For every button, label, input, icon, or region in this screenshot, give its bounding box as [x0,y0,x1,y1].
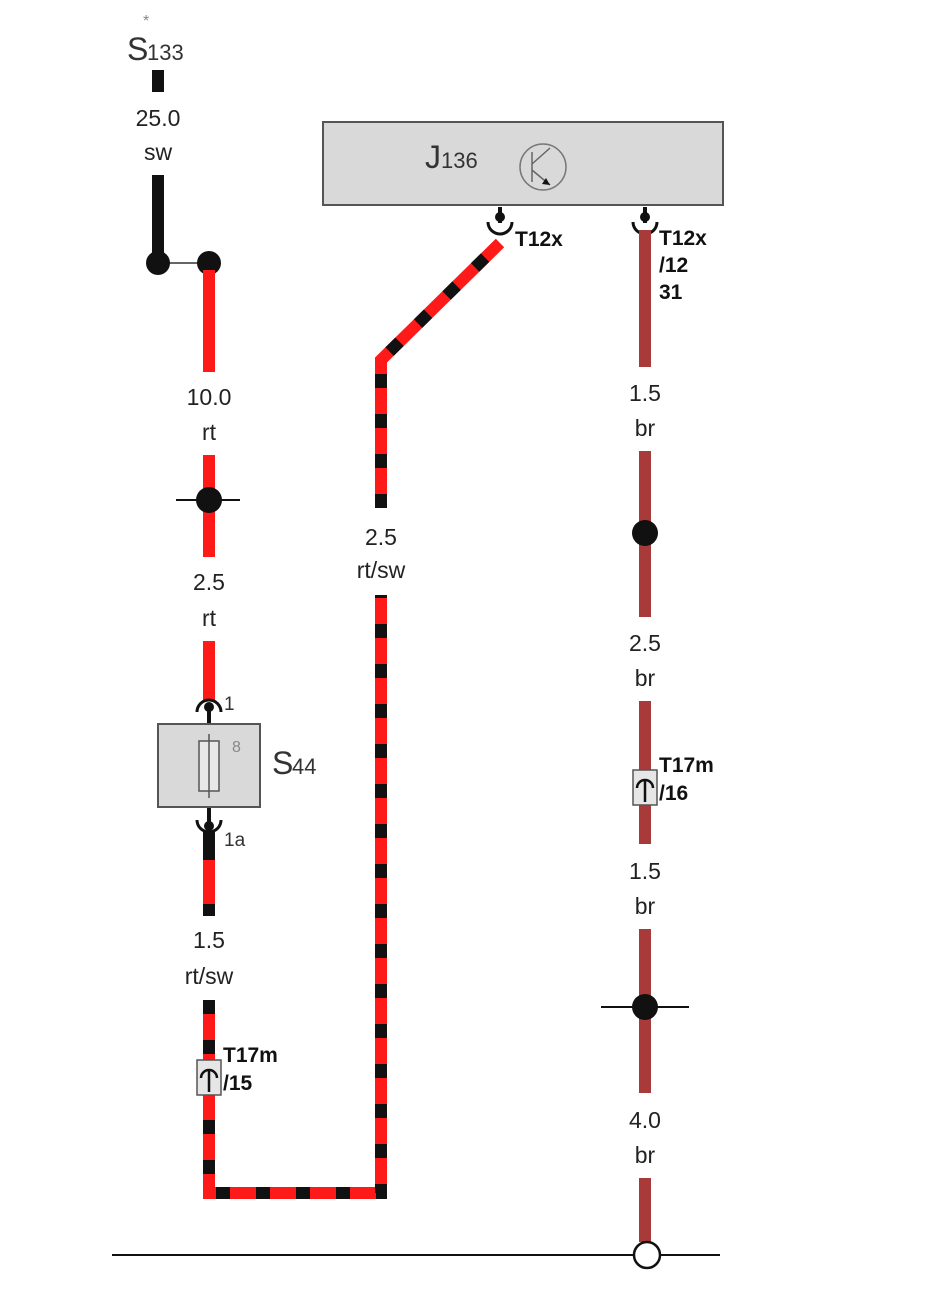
wire-black-s133-main [152,175,164,263]
connector-t17m-16: T17m /16 [632,754,714,806]
fuse-slot-number: 8 [232,739,241,756]
s133-letter: S [127,31,148,67]
t12x-right-name: T12x [659,227,707,250]
wire-label-rtsw-main-color: rt/sw [357,557,406,583]
wire-label-rtsw-fuse-color: rt/sw [185,963,234,989]
control-unit-box [322,121,724,206]
s133-number: 133 [147,40,184,65]
t12x-left-socket [486,221,514,236]
wire-red-upper [203,270,215,372]
wire-label-br-2-color: br [635,665,656,691]
wire-rtsw-fuse-black [203,832,215,860]
t12x-right-dot [640,212,650,222]
t12x-left-label: T12x [515,228,563,251]
s133-star-mark: * [143,13,149,30]
wire-brown-seg-5 [639,1178,651,1242]
connector-t17m-15-name: T17m [223,1044,278,1067]
wire-label-rtsw-main-size: 2.5 [365,524,397,550]
fuse-pin-in-label: 1 [224,694,235,715]
fuse-s44: 1 8 S 44 1a [157,694,316,851]
control-unit-number: 136 [441,148,478,173]
wire-label-rt-upper-color: rt [202,419,217,445]
s133-reference: * S 133 [127,13,184,67]
wire-label-rt-lower-size: 2.5 [193,569,225,595]
fuse-letter: S [272,745,293,781]
control-unit-j136: J 136 [322,121,724,206]
wire-label-br-1-color: br [635,415,656,441]
wire-label-s133-color: sw [144,139,173,165]
wire-label-rtsw-fuse-size: 1.5 [193,927,225,953]
wire-label-br-3-color: br [635,893,656,919]
wire-brown-seg-1 [639,230,651,367]
connector-t17m-16-pin: /16 [659,782,688,805]
wire-label-rt-lower-color: rt [202,605,217,631]
control-unit-letter: J [425,139,441,175]
wire-label-s133-size: 25.0 [136,105,181,131]
connector-t17m-15-arrow [199,1068,219,1092]
fuse-number: 44 [292,754,316,779]
wire-rtsw-main-path [203,595,387,1199]
wire-rtsw-upper-path [375,238,505,508]
t12x-left-dot [495,212,505,222]
splice-dot-right [632,994,658,1020]
t12x-right-pin: /12 [659,254,688,277]
fuse-pin-in-stub [207,707,211,723]
t12x-right-terminal: 31 [659,281,683,304]
wire-label-br-1-size: 1.5 [629,380,661,406]
wire-label-br-3-size: 1.5 [629,858,661,884]
connector-t17m-15-pin: /15 [223,1072,253,1095]
wire-rtsw-fuse-red [203,860,215,908]
transistor-icon [519,143,567,191]
wire-label-br-4-size: 4.0 [629,1107,661,1133]
fuse-pin-in-socket [195,698,223,713]
fuse-pin-out-label: 1a [224,830,246,851]
fuse-pin-out-stub [207,808,211,824]
node-dot-s133 [146,251,170,275]
connector-t17m-16-name: T17m [659,754,714,777]
connector-t17m-15: T17m /15 [196,1044,278,1096]
wire-label-rt-upper-size: 10.0 [187,384,232,410]
wire-label-br-2-size: 2.5 [629,630,661,656]
ground-point [632,1240,662,1270]
wire-red-to-fuse [203,641,215,701]
connector-t17m-16-arrow [635,778,655,802]
splice-dot-left [196,487,222,513]
connector-t12x-left: T12x [486,207,563,251]
wire-label-br-4-color: br [635,1142,656,1168]
wire-rtsw-fuse-black-end [203,904,215,916]
wire-black-s133-top [152,70,164,92]
node-dot-rt-start [197,251,221,275]
fuse-pin-out-dot [204,821,214,831]
node-dot-brown [632,520,658,546]
